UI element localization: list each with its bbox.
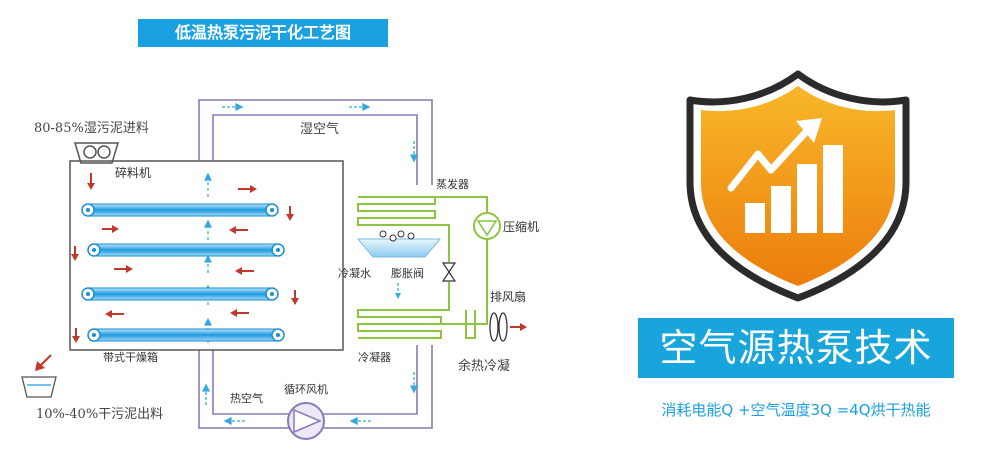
condensate-tray xyxy=(356,230,442,299)
fan-icon xyxy=(489,312,527,342)
dry-sludge-out-label: 10%-40%干污泥出料 xyxy=(36,407,163,422)
belt-3 xyxy=(81,287,279,301)
circulation-fan-icon xyxy=(287,402,325,440)
rising-chart-icon xyxy=(727,118,843,233)
waste-heat-label: 余热冷凝 xyxy=(458,358,510,374)
refrigerant-loop xyxy=(357,196,488,339)
bin-icon xyxy=(21,376,57,398)
material-flow-arrows xyxy=(35,173,299,371)
circulation-fan-label: 循环风机 xyxy=(284,382,328,396)
energy-formula: 消耗电能Q +空气温度3Q =4Q烘干热能 xyxy=(661,401,931,419)
technology-banner: 空气源热泵技术 xyxy=(638,318,954,378)
belt-dryer-label: 带式干燥箱 xyxy=(103,350,158,364)
belt-2 xyxy=(87,243,285,257)
condenser-label: 冷凝器 xyxy=(358,350,391,364)
expansion-valve-icon xyxy=(441,262,457,282)
crusher-label: 碎料机 xyxy=(115,165,151,180)
wet-sludge-in-label: 80-85%湿污泥进料 xyxy=(34,121,149,136)
expansion-valve-label: 膨胀阀 xyxy=(391,266,424,280)
humid-air-label: 湿空气 xyxy=(300,121,339,137)
belt-4 xyxy=(87,328,285,342)
evaporator-label: 蒸发器 xyxy=(436,177,469,191)
compressor-label: 压缩机 xyxy=(503,219,539,234)
diagram-title: 低温热泵污泥干化工艺图 xyxy=(138,19,388,47)
exhaust-fan-label: 排风扇 xyxy=(490,289,526,304)
belt-1 xyxy=(81,203,279,217)
conveyor-belts xyxy=(81,203,285,342)
condensed-water-label: 冷凝水 xyxy=(338,266,371,280)
hot-air-label: 热空气 xyxy=(230,391,263,405)
compressor-icon xyxy=(473,212,501,240)
hopper-icon xyxy=(73,142,120,164)
air-flow-arrows xyxy=(201,102,419,426)
